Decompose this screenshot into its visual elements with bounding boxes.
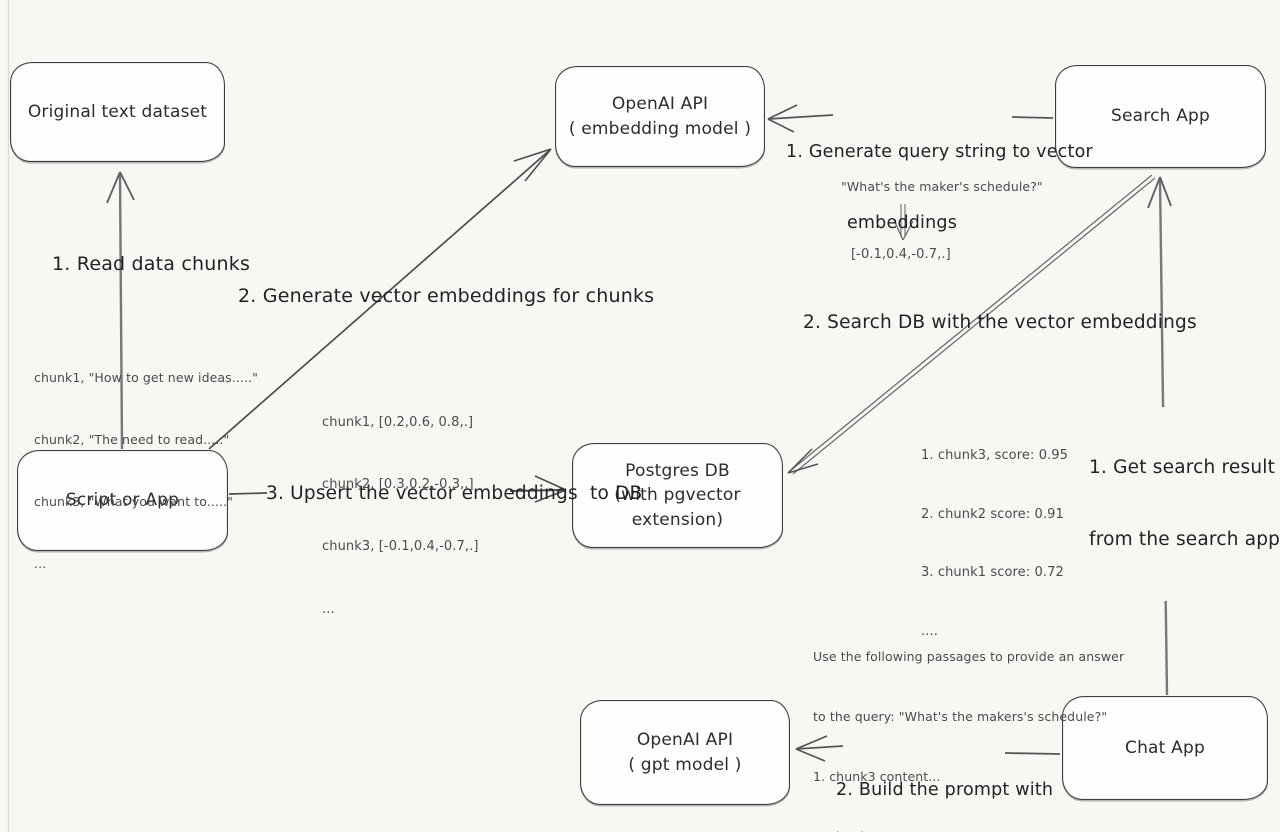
annotation-line: ... bbox=[322, 601, 335, 617]
edge-label-line2: embeddings bbox=[846, 213, 958, 234]
annotation-line: 2. chunk2 score: 0.91 bbox=[921, 506, 1064, 522]
node-label-line2: (with pgvector extension) bbox=[614, 485, 741, 530]
annotation-line: chunk3, [-0.1,0.4,-0.7,.] bbox=[322, 539, 479, 555]
node-search-app: Search App bbox=[1055, 65, 1266, 168]
edge-label-search-db: 2. Search DB with the vector embeddings bbox=[803, 312, 1197, 333]
annotation-line: to the query: "What's the makers's sched… bbox=[813, 709, 1108, 724]
node-label: Chat App bbox=[1125, 737, 1205, 758]
edge-label-read-data-chunks: 1. Read data chunks bbox=[52, 253, 251, 275]
edge-label-upsert-to-db: 3. Upsert the vector embeddings to DB bbox=[266, 483, 643, 504]
node-openai-gpt-api: OpenAI API ( gpt model ) bbox=[580, 700, 790, 805]
edge-label-get-search-result: 1. Get search result from the search app bbox=[1086, 407, 1280, 602]
annotation-line: Use the following passages to provide an… bbox=[813, 649, 1125, 664]
edge-label-generate-query-string: 1. Generate query string to vector embed… bbox=[786, 94, 1093, 283]
edge-label-line1: 1. Generate query string to vector bbox=[786, 142, 1093, 163]
node-label: Script or App bbox=[65, 490, 180, 511]
annotation-chunk-vectors: chunk1, [0.2,0.6, 0.8,.] chunk2, [0.3,0.… bbox=[322, 371, 479, 662]
annotation-line: 2. chunk2 content... bbox=[813, 827, 1124, 832]
edge-label-line1: 1. Get search result bbox=[1089, 457, 1276, 479]
annotation-search-scores: 1. chunk3, score: 0.95 2. chunk2 score: … bbox=[921, 407, 1068, 680]
node-original-text-dataset: Original text dataset bbox=[10, 62, 225, 162]
annotation-line: chunk1, "How to get new ideas....." bbox=[34, 370, 258, 386]
node-label-line1: Postgres DB bbox=[625, 460, 730, 481]
node-label: Original text dataset bbox=[27, 101, 208, 122]
annotation-line: chunk1, [0.2,0.6, 0.8,.] bbox=[322, 414, 474, 430]
annotation-line: 1. chunk3, score: 0.95 bbox=[921, 448, 1069, 463]
node-label-line2: ( gpt model ) bbox=[628, 754, 742, 775]
annotation-line: chunk3, "What you want to....." bbox=[34, 494, 234, 509]
node-label-line1: OpenAI API bbox=[636, 729, 734, 750]
annotation-line: chunk2, [0.3,0.2,-0.3,.] bbox=[322, 476, 474, 492]
edge-label-generate-embeddings: 2. Generate vector embeddings for chunks bbox=[238, 285, 655, 307]
node-chat-app: Chat App bbox=[1062, 696, 1268, 800]
node-label-line1: OpenAI API bbox=[611, 93, 709, 114]
annotation-chunk-texts: chunk1, "How to get new ideas....." chun… bbox=[34, 327, 258, 616]
node-label-line2: ( embedding model ) bbox=[568, 118, 752, 139]
annotation-line: chunk2, "The need to read....." bbox=[34, 432, 230, 448]
annotation-line: 3. chunk1 score: 0.72 bbox=[921, 565, 1064, 580]
edge-label-line2: from the search app bbox=[1089, 529, 1280, 551]
annotation-line: 1. chunk3 content... bbox=[813, 769, 941, 784]
annotation-line: .... bbox=[921, 623, 938, 639]
node-script-or-app: Script or App bbox=[17, 450, 228, 551]
annotation-line: ... bbox=[34, 555, 47, 571]
node-postgres-db: Postgres DB (with pgvector extension) bbox=[572, 443, 783, 548]
annotation-query-string: "What's the maker's schedule?" bbox=[841, 179, 1043, 194]
annotation-prompt-text: Use the following passages to provide an… bbox=[813, 607, 1124, 832]
annotation-query-vector: [-0.1,0.4,-0.7,.] bbox=[851, 247, 951, 262]
node-openai-embedding-api: OpenAI API ( embedding model ) bbox=[555, 66, 765, 167]
node-label: Search App bbox=[1110, 106, 1211, 127]
